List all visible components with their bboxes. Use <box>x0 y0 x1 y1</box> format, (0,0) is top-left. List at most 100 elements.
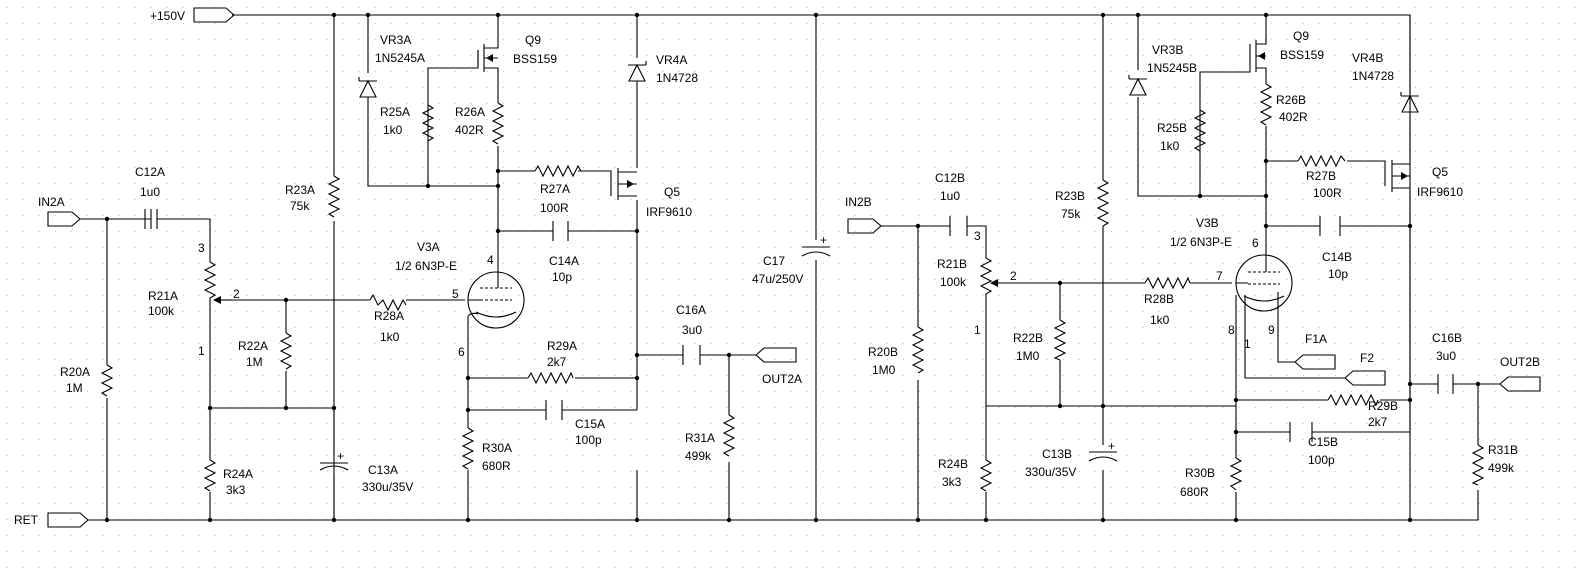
v3b-pin7: 7 <box>1216 269 1223 283</box>
r29a-ref: R29A <box>547 339 577 353</box>
v3a-pin5: 5 <box>452 287 459 301</box>
r23b-value: 75k <box>1061 207 1081 221</box>
capacitor-c17: + C17 47u/250V <box>752 233 831 286</box>
r30b-value: 680R <box>1180 485 1209 499</box>
capacitor-c12a: C12A 1u0 <box>135 165 165 229</box>
f1a-label: F1A <box>1305 332 1327 346</box>
resistor-r20b: R20B 1M0 <box>868 326 925 377</box>
v3b-pin1: 1 <box>1244 337 1251 351</box>
resistor-r25a: R25A 1k0 <box>380 104 435 142</box>
zener-vr4b: VR4B 1N4728 <box>1352 51 1419 113</box>
r27a-value: 100R <box>540 201 569 215</box>
c13a-ref: C13A <box>368 463 398 477</box>
r31b-value: 499k <box>1488 461 1515 475</box>
capacitor-c16b: C16B 3u0 <box>1432 331 1462 394</box>
q5b-ref: Q5 <box>1432 165 1448 179</box>
v3a-pin6: 6 <box>458 345 465 359</box>
potentiometer-r21b: 3 1 2 R21B 100k <box>937 229 1017 337</box>
r28b-value: 1k0 <box>1150 313 1170 327</box>
r21a-pin2: 2 <box>233 287 240 301</box>
capacitor-c15a: C15A 100p <box>545 400 605 447</box>
r23a-ref: R23A <box>285 183 315 197</box>
c12a-ref: C12A <box>135 165 165 179</box>
r26a-ref: R26A <box>455 105 485 119</box>
resistor-r24a: R24A 3k3 <box>203 459 253 497</box>
capacitor-c14b: C14B 10p <box>1319 216 1352 281</box>
r22a-value: 1M <box>246 355 263 369</box>
vr3a-value: 1N5245A <box>375 51 425 65</box>
v3a-pin4: 4 <box>487 253 494 267</box>
port-in2a: IN2A <box>38 195 81 227</box>
r24b-value: 3k3 <box>942 475 962 489</box>
r21b-pin1: 1 <box>974 323 981 337</box>
port-in2b: IN2B <box>845 195 882 234</box>
vr3a-ref: VR3A <box>380 33 411 47</box>
c14b-value: 10p <box>1328 267 1348 281</box>
f2-label: F2 <box>1360 351 1374 365</box>
ret-label: RET <box>14 513 39 527</box>
resistor-r29b: R29B 2k7 <box>1327 393 1398 429</box>
r21a-ref: R21A <box>148 289 178 303</box>
wires <box>80 14 1500 521</box>
r30a-ref: R30A <box>482 441 512 455</box>
r23a-value: 75k <box>290 199 310 213</box>
c16b-ref: C16B <box>1432 331 1462 345</box>
capacitor-c13b: + C13B 330u/35V <box>1025 439 1118 479</box>
r31a-ref: R31A <box>685 431 715 445</box>
mosfet-q5a: Q5 IRF9610 <box>610 168 692 219</box>
r21b-pin2: 2 <box>1010 269 1017 283</box>
r29a-value: 2k7 <box>547 355 567 369</box>
c12b-ref: C12B <box>935 171 965 185</box>
triode-v3b: 6 7 8 1 9 V3B 1/2 6N3P-E <box>1170 216 1293 351</box>
r26b-value: 402R <box>1279 110 1308 124</box>
r25b-value: 1k0 <box>1160 139 1180 153</box>
c16b-value: 3u0 <box>1436 349 1456 363</box>
r24a-ref: R24A <box>223 467 253 481</box>
resistor-r28a: R28A 1k0 <box>369 293 407 344</box>
r28b-ref: R28B <box>1144 292 1174 306</box>
v3a-value: 1/2 6N3P-E <box>395 259 457 273</box>
q9a-ref: Q9 <box>525 33 541 47</box>
vr4b-ref: VR4B <box>1352 51 1383 65</box>
r21b-value: 100k <box>940 275 967 289</box>
c15a-value: 100p <box>575 433 602 447</box>
c13b-plus: + <box>1108 439 1115 453</box>
r25a-value: 1k0 <box>383 123 403 137</box>
r29b-ref: R29B <box>1368 399 1398 413</box>
port-f1a: F1A <box>1294 332 1336 370</box>
r22b-ref: R22B <box>1013 331 1043 345</box>
r24b-ref: R24B <box>938 457 968 471</box>
r28a-ref: R28A <box>374 309 404 323</box>
vr3b-ref: VR3B <box>1152 43 1183 57</box>
port-out2a: OUT2A <box>755 347 802 386</box>
capacitor-c16a: C16A 3u0 <box>676 303 706 365</box>
zener-vr4a: VR4A 1N4728 <box>628 53 698 85</box>
r28a-value: 1k0 <box>380 330 400 344</box>
c12a-value: 1u0 <box>140 185 160 199</box>
c16a-value: 3u0 <box>682 323 702 337</box>
potentiometer-r21a: 3 1 2 R21A 100k <box>148 240 240 358</box>
r30b-ref: R30B <box>1185 466 1215 480</box>
c13b-value: 330u/35V <box>1025 465 1076 479</box>
resistor-r24b: R24B 3k3 <box>938 457 993 492</box>
resistor-r29a: R29A 2k7 <box>527 339 577 385</box>
q5a-value: IRF9610 <box>646 205 692 219</box>
resistor-r28b: R28B 1k0 <box>1144 276 1191 327</box>
vr4a-ref: VR4A <box>656 53 687 67</box>
port-supply: +150V <box>150 7 235 23</box>
r27b-value: 100R <box>1313 186 1342 200</box>
r21a-value: 100k <box>148 304 175 318</box>
supply-label: +150V <box>150 9 185 23</box>
resistor-r27a: R27A 100R <box>534 164 582 215</box>
resistor-r31b: R31B 499k <box>1471 443 1518 486</box>
resistor-r23a: R23A 75k <box>285 175 341 218</box>
r24a-value: 3k3 <box>226 483 246 497</box>
r27a-ref: R27A <box>540 182 570 196</box>
c17-ref: C17 <box>763 254 785 268</box>
resistor-r26a: R26A 402R <box>455 102 505 145</box>
capacitor-c13a: + C13A 330u/35V <box>319 449 413 494</box>
resistor-r22b: R22B 1M0 <box>1013 319 1067 363</box>
c15b-value: 100p <box>1308 453 1335 467</box>
r20a-value: 1M <box>66 381 83 395</box>
v3a-ref: V3A <box>417 240 440 254</box>
